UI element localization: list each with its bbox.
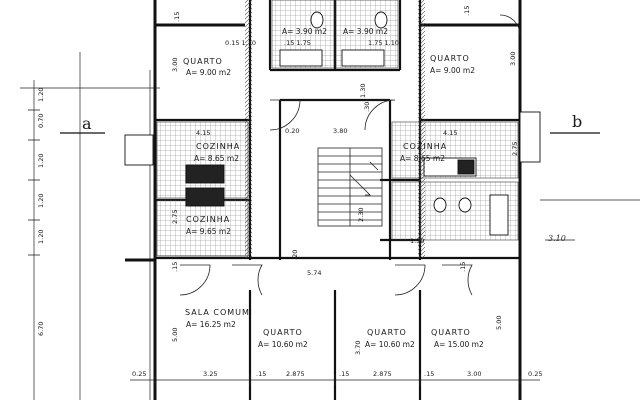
- area-label-cozinha-left: A= 8.65 m2: [194, 154, 239, 163]
- area-label-quarto-top-right: A= 9.00 m2: [430, 66, 475, 75]
- dim-quarto-top-right-height: 3.00: [509, 51, 517, 66]
- section-marker-a: a: [82, 114, 92, 133]
- dim-misc-415-right: 4.15: [443, 129, 458, 137]
- dim-bottom-0: 0.25: [132, 370, 147, 378]
- dim-quarto-bottom-right-height: 5.00: [495, 315, 503, 330]
- dim-wc-left: 0.15 1.10: [225, 39, 257, 47]
- area-label-sala-comum: A= 16.25 m2: [186, 320, 236, 329]
- dim-misc-15-c: .15: [171, 261, 179, 272]
- stair: [317, 147, 383, 227]
- dim-bottom-2: .15: [256, 370, 267, 378]
- dim-left-2: 1.20: [37, 153, 45, 168]
- room-label-quarto-top-left: QUARTO: [183, 57, 223, 66]
- dim-bottom-5: 2.875: [373, 370, 392, 378]
- dim-stair-len: 1.30: [359, 83, 367, 98]
- dim-wc-sub: .15 1.75: [284, 39, 311, 47]
- dim-misc-20: .20: [291, 249, 299, 260]
- door-swings: [179, 14, 521, 296]
- dimension-ticks: [28, 109, 521, 385]
- dim-misc-30: .30: [363, 101, 371, 112]
- area-label-wc-left: A= 3.90 m2: [282, 27, 327, 36]
- room-label-quarto-bottom-1: QUARTO: [263, 328, 303, 337]
- area-label-quarto-top-left: A= 9.00 m2: [186, 68, 231, 77]
- dim-quarto-top-height: 3.00: [171, 57, 179, 72]
- exterior-walls: [125, 0, 522, 400]
- room-label-quarto-bottom-3: QUARTO: [431, 328, 471, 337]
- dim-misc-15-a: .15: [173, 11, 181, 22]
- dim-left-3: 1.20: [37, 193, 45, 208]
- dim-stair-run: 2.30: [357, 207, 365, 222]
- hatched-walls: [245, 0, 425, 258]
- room-label-cozinha-right: COZINHA: [403, 142, 448, 151]
- dim-left-5: 6.70: [37, 321, 45, 336]
- dim-left-0: 1.20: [37, 87, 45, 102]
- area-label-quarto-bottom-3: A= 15.00 m2: [434, 340, 484, 349]
- dim-quarto-bottom-height: 3.70: [354, 340, 362, 355]
- dim-cozinha-h-left: 2.75: [171, 209, 179, 224]
- dim-bottom-7: 3.00: [467, 370, 482, 378]
- dim-misc-15-d: .15: [459, 261, 467, 272]
- area-label-cozinha-lower: A= 9.65 m2: [186, 227, 231, 236]
- dim-sala-height: 5.00: [171, 327, 179, 342]
- area-label-wc-right: A= 3.90 m2: [343, 27, 388, 36]
- dim-bottom-4: .15: [339, 370, 350, 378]
- dim-wc-right: 1.75 1.10: [368, 39, 400, 47]
- dim-landing: 5.74: [307, 269, 322, 277]
- room-label-cozinha-lower: COZINHA: [186, 215, 231, 224]
- area-label-cozinha-right: A= 8.65 m2: [400, 154, 445, 163]
- dim-bottom-6: .15: [424, 370, 435, 378]
- section-marker-b: b: [572, 112, 583, 131]
- dim-misc-150: 1.50: [410, 237, 425, 245]
- dim-misc-15-b: .15: [463, 5, 471, 16]
- room-label-sala-comum: SALA COMUM: [185, 308, 250, 317]
- room-label-quarto-top-right: QUARTO: [430, 54, 470, 63]
- room-label-cozinha-left: COZINHA: [196, 142, 241, 151]
- dim-bottom-3: 2.875: [286, 370, 305, 378]
- room-label-quarto-bottom-2: QUARTO: [367, 328, 407, 337]
- dim-cozinha-h-right: 2.75: [511, 141, 519, 156]
- fixtures: [124, 11, 541, 236]
- dim-bottom-8: 0.25: [528, 370, 543, 378]
- dim-misc-415: 4.15: [196, 129, 211, 137]
- area-label-quarto-bottom-1: A= 10.60 m2: [258, 340, 308, 349]
- area-label-quarto-bottom-2: A= 10.60 m2: [365, 340, 415, 349]
- dim-bottom-1: 3.25: [203, 370, 218, 378]
- dim-left-4: 1.20: [37, 229, 45, 244]
- dim-left-1: 0.70: [37, 113, 45, 128]
- handwritten-note: 3.10: [548, 234, 566, 243]
- dim-stair-width: 3.80: [333, 127, 348, 135]
- dim-stair-side: 0.20: [285, 127, 300, 135]
